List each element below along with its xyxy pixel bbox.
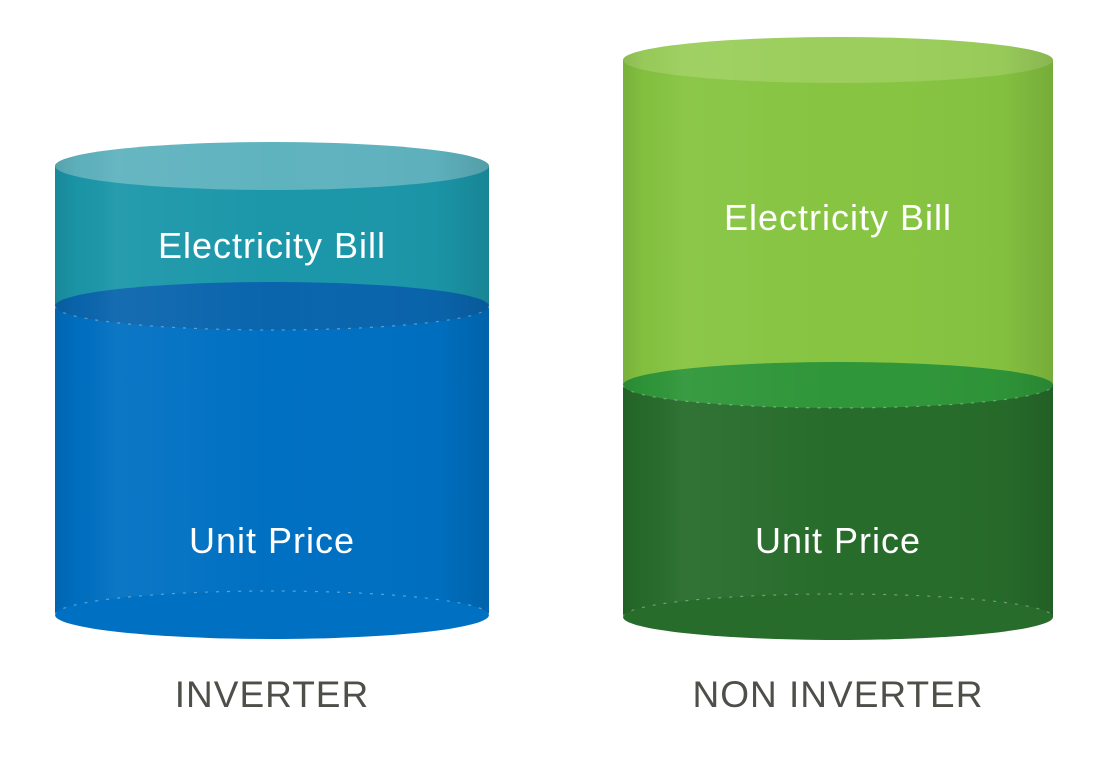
inverter-shading-overlay [55, 142, 489, 615]
inverter-caption: INVERTER [175, 674, 369, 715]
inverter-unit-price-label: Unit Price [189, 520, 355, 561]
non-inverter-shading-overlay [623, 37, 1053, 617]
cylinder-non-inverter: Electricity Bill Unit Price NON INVERTER [622, 37, 1054, 715]
inverter-electricity-bill-label: Electricity Bill [158, 225, 386, 266]
non-inverter-caption: NON INVERTER [693, 674, 984, 715]
cylinder-inverter: Electricity Bill Unit Price INVERTER [54, 142, 490, 715]
non-inverter-electricity-bill-label: Electricity Bill [724, 197, 952, 238]
non-inverter-unit-price-label: Unit Price [755, 520, 921, 561]
non-inverter-bottom-hidden-edge [622, 593, 1054, 618]
